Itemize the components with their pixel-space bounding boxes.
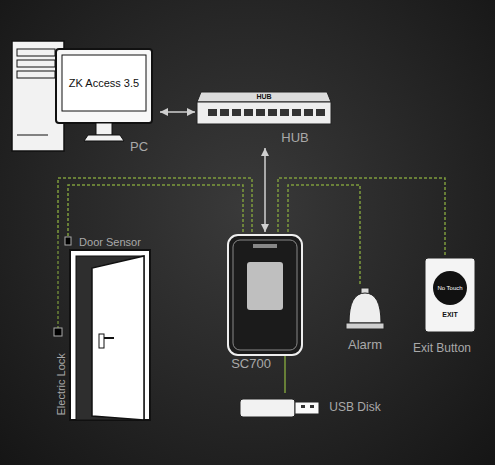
device-label: Exit Button bbox=[413, 342, 471, 356]
door: Door SensorElectric Lock bbox=[52, 236, 152, 422]
button-text: EXIT bbox=[442, 311, 458, 319]
device-label: HUB bbox=[281, 131, 308, 146]
connector bbox=[264, 148, 266, 232]
alarm-siren: Alarm bbox=[335, 285, 395, 355]
control-wire bbox=[58, 178, 252, 236]
control-wire bbox=[278, 178, 445, 255]
device-label: Alarm bbox=[348, 338, 382, 353]
device-label: USB Disk bbox=[329, 401, 380, 415]
part-label: Door Sensor bbox=[79, 236, 141, 249]
connector bbox=[160, 111, 195, 113]
door-illustration bbox=[52, 236, 152, 422]
hub-logo: HUB bbox=[256, 93, 271, 101]
control-wire bbox=[68, 185, 243, 236]
device-label: PC bbox=[130, 140, 148, 155]
network-hub: HUB HUB bbox=[195, 88, 335, 148]
connector bbox=[284, 372, 286, 393]
button-text: No Touch bbox=[437, 285, 462, 292]
exit-button: No TouchEXIT Exit Button bbox=[405, 255, 480, 360]
device-label: SC700 bbox=[231, 357, 271, 372]
access-controller: SC700 bbox=[225, 232, 305, 372]
access-controller-illustration bbox=[225, 232, 305, 372]
pc-workstation: ZK Access 3.5PC bbox=[8, 35, 160, 160]
screen-text: ZK Access 3.5 bbox=[69, 77, 139, 90]
part-label: Electric Lock bbox=[55, 353, 68, 415]
usb-disk: USB Disk bbox=[235, 393, 385, 423]
